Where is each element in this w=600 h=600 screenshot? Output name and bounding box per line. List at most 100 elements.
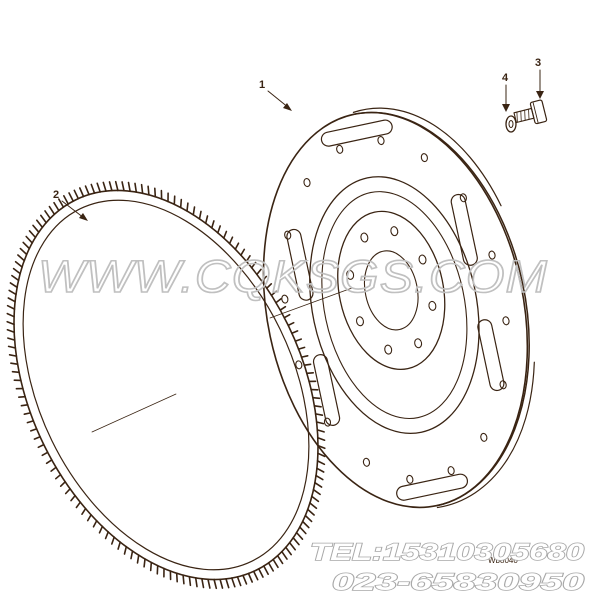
outer-bolt-hole bbox=[284, 230, 292, 240]
hub-bolt-hole bbox=[390, 226, 399, 237]
callout-3-number: 3 bbox=[535, 57, 541, 69]
outer-bolt-hole bbox=[295, 360, 303, 370]
gear-tooth bbox=[123, 545, 128, 555]
gear-tooth bbox=[275, 298, 282, 304]
callout-2: 2 bbox=[53, 189, 88, 221]
gear-tooth bbox=[201, 577, 205, 589]
outer-bolt-hole bbox=[459, 193, 467, 203]
gear-tooth bbox=[256, 268, 262, 276]
gear-tooth bbox=[147, 185, 150, 196]
gear-tooth bbox=[149, 561, 153, 572]
gear-tooth bbox=[303, 363, 312, 367]
gear-tooth bbox=[6, 328, 15, 334]
assembly-centerline bbox=[269, 287, 353, 319]
gear-tooth bbox=[310, 495, 320, 503]
gear-tooth bbox=[287, 321, 295, 327]
callout-1-arrowhead bbox=[283, 103, 292, 111]
gear-tooth bbox=[29, 428, 38, 432]
gear-tooth bbox=[315, 474, 324, 481]
gear-tooth bbox=[279, 305, 287, 311]
gear-tooth bbox=[306, 371, 315, 375]
gear-tooth bbox=[312, 396, 321, 400]
gear-tooth bbox=[64, 487, 71, 495]
gear-tooth bbox=[26, 420, 35, 424]
gear-tooth bbox=[17, 395, 26, 399]
gear-tooth bbox=[182, 574, 185, 585]
gear-tooth bbox=[225, 578, 230, 589]
ring-gear-teeth bbox=[6, 180, 326, 590]
gear-tooth bbox=[284, 546, 293, 556]
gear-tooth bbox=[300, 354, 309, 358]
gear-tooth bbox=[211, 220, 215, 229]
flywheel-front-face bbox=[262, 111, 529, 509]
gear-tooth bbox=[262, 565, 270, 576]
drawing-number: Wb8040 bbox=[488, 556, 518, 565]
gear-tooth bbox=[35, 219, 44, 229]
washer bbox=[505, 115, 517, 133]
gear-tooth bbox=[68, 192, 74, 202]
outer-bolt-hole bbox=[406, 474, 414, 484]
washer-outer bbox=[505, 115, 517, 133]
hub-bolt-hole bbox=[360, 232, 369, 243]
gear-tooth bbox=[19, 247, 28, 256]
gear-tooth bbox=[309, 502, 318, 510]
gear-tooth bbox=[62, 195, 69, 205]
gear-tooth bbox=[98, 525, 104, 534]
gear-tooth bbox=[186, 202, 189, 212]
gear-tooth bbox=[8, 289, 17, 296]
gear-tooth bbox=[53, 201, 60, 212]
gear-tooth bbox=[247, 572, 253, 583]
gear-tooth bbox=[315, 421, 325, 425]
gear-tooth bbox=[297, 346, 306, 350]
gear-tooth bbox=[194, 577, 198, 588]
gear-tooth bbox=[114, 180, 119, 192]
gear-tooth bbox=[134, 182, 138, 193]
outer-bolt-hole bbox=[336, 144, 344, 154]
callout-3: 3 bbox=[535, 57, 544, 99]
gear-tooth bbox=[240, 248, 246, 256]
gear-tooth bbox=[57, 198, 65, 208]
outer-bolt-hole bbox=[480, 432, 488, 442]
gear-tooth bbox=[75, 501, 82, 509]
gear-tooth bbox=[245, 255, 251, 263]
gear-tooth bbox=[39, 214, 48, 224]
flywheel bbox=[262, 107, 535, 509]
gear-tooth bbox=[7, 337, 16, 341]
outer-bolt-hole bbox=[488, 250, 496, 260]
gear-tooth bbox=[41, 451, 49, 457]
outer-bolt-hole bbox=[323, 417, 332, 427]
gear-tooth bbox=[44, 210, 52, 220]
gear-tooth bbox=[70, 494, 76, 502]
gear-tooth bbox=[6, 312, 15, 318]
gear-tooth bbox=[7, 345, 17, 349]
gear-tooth bbox=[54, 473, 62, 480]
outer-bolt-hole bbox=[362, 457, 371, 467]
gear-tooth bbox=[213, 578, 218, 590]
callout-1-number: 1 bbox=[259, 79, 265, 91]
gear-tooth bbox=[92, 519, 98, 528]
gear-tooth bbox=[316, 436, 326, 442]
watermark: WWW.CQKSGS.COM TEL:15310305680 023-65830… bbox=[37, 250, 586, 597]
gear-tooth bbox=[175, 572, 178, 583]
callout-2-leader bbox=[61, 200, 85, 219]
gear-tooth bbox=[108, 181, 113, 192]
gear-tooth bbox=[136, 554, 140, 564]
hub-bolt-hole bbox=[355, 316, 364, 327]
watermark-url: WWW.CQKSGS.COM bbox=[38, 251, 548, 302]
capscrew-threads bbox=[516, 108, 530, 123]
gear-tooth bbox=[20, 403, 29, 407]
flywheel-slot-top bbox=[320, 119, 393, 147]
gear-tooth bbox=[73, 189, 80, 200]
gear-tooth bbox=[204, 215, 209, 225]
flywheel-hub-inner-ring bbox=[321, 191, 468, 420]
gear-tooth bbox=[25, 235, 34, 244]
gear-tooth bbox=[316, 429, 325, 433]
gear-tooth bbox=[228, 236, 234, 245]
flywheel-slot-bottom bbox=[396, 473, 469, 501]
flywheel-slot-left-lower bbox=[312, 354, 341, 426]
flywheel-hub-bolt-holes bbox=[346, 226, 437, 355]
gear-tooth bbox=[104, 531, 109, 540]
gear-tooth bbox=[257, 568, 264, 578]
flywheel-pilot-bore bbox=[363, 250, 419, 331]
